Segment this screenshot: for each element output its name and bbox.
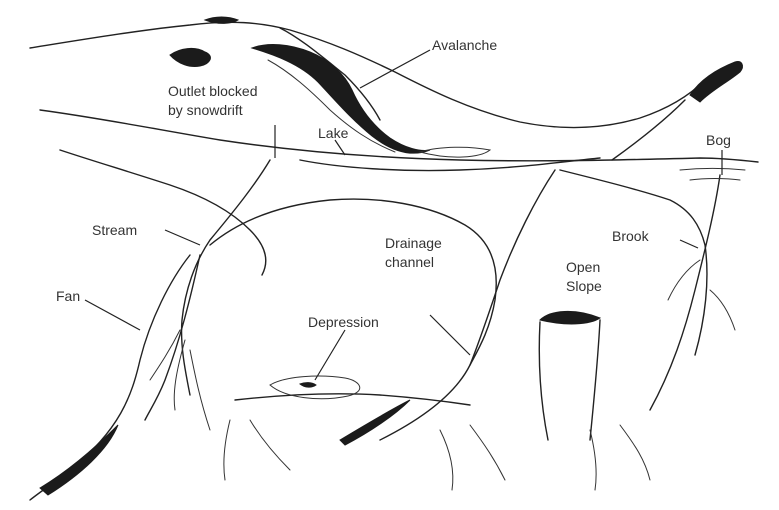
gully-mid <box>440 425 505 490</box>
brook-branches <box>668 260 735 330</box>
label-drainage-line1: Drainage <box>385 235 442 251</box>
gully-left <box>224 420 290 480</box>
label-avalanche: Avalanche <box>432 37 497 53</box>
open-slope-snow <box>540 311 600 324</box>
label-open-line1: Open <box>566 259 600 275</box>
drainage-channel-line <box>380 170 555 440</box>
left-hill <box>60 150 266 275</box>
gully-right <box>590 425 650 490</box>
avalanche-arrow <box>360 50 430 88</box>
label-open-line2: Slope <box>566 278 602 294</box>
drainage-outflow <box>340 400 410 445</box>
snow-patch-left <box>170 48 210 66</box>
label-brook: Brook <box>612 228 650 244</box>
lake-outline <box>420 147 490 157</box>
depression-arrow <box>315 330 345 380</box>
center-hill-base <box>235 394 470 405</box>
label-stream: Stream <box>92 222 137 238</box>
valley-floor <box>40 110 758 162</box>
center-hill <box>210 199 496 365</box>
bog-marks <box>680 169 745 181</box>
label-outlet-line1: Outlet blocked <box>168 83 258 99</box>
label-fan: Fan <box>56 288 80 304</box>
stream-arrow <box>165 230 200 245</box>
right-ridge-edge <box>612 100 685 160</box>
depression-dot <box>300 383 316 388</box>
label-bog: Bog <box>706 132 731 148</box>
brook-arrow <box>680 240 698 248</box>
label-drainage-line2: channel <box>385 254 434 270</box>
fan-branches <box>150 330 210 430</box>
label-outlet-line2: by snowdrift <box>168 102 243 118</box>
fan-arrow <box>85 300 140 330</box>
open-slope-face <box>539 320 600 440</box>
snow-patch-right <box>690 62 742 102</box>
fan-deposit <box>40 425 118 495</box>
far-ridge <box>30 22 705 127</box>
label-lake: Lake <box>318 125 349 141</box>
label-depression: Depression <box>308 314 379 330</box>
drainage-arrow <box>430 315 470 355</box>
